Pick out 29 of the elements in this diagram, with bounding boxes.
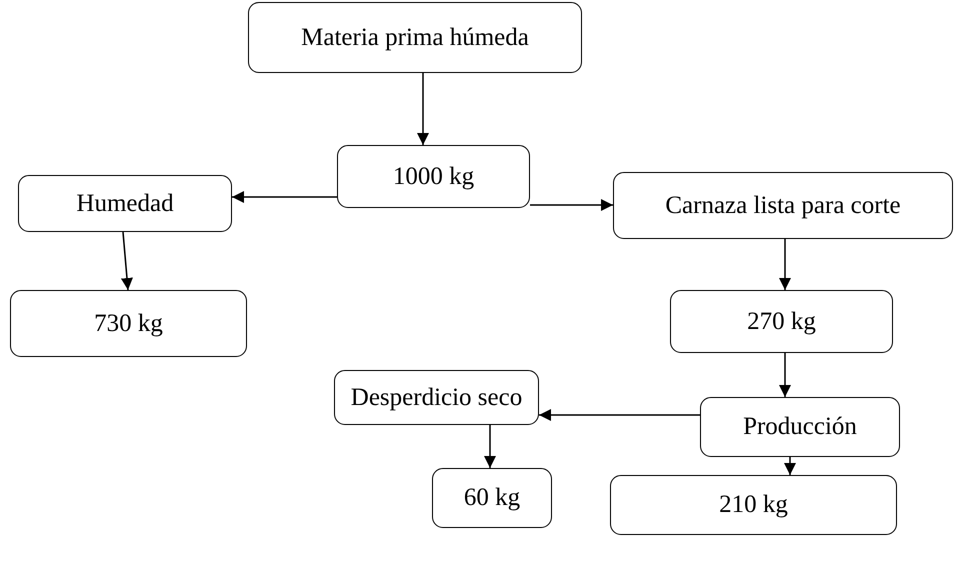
arrow: [779, 353, 791, 397]
process-box: [610, 475, 897, 535]
box-label: 730 kg: [94, 310, 163, 338]
arrow: [484, 425, 496, 468]
box-label: 60 kg: [464, 484, 520, 512]
box-label: 270 kg: [747, 308, 816, 336]
process-box: [613, 172, 953, 239]
process-box: [670, 290, 893, 353]
box-label: 210 kg: [719, 491, 788, 519]
arrow: [417, 73, 429, 145]
process-box: [337, 145, 530, 208]
arrow: [121, 232, 133, 290]
box-label: Desperdicio seco: [350, 384, 522, 412]
arrow: [232, 191, 337, 203]
box-label: Carnaza lista para corte: [665, 192, 901, 220]
process-box: [18, 175, 232, 232]
process-box: [248, 2, 582, 73]
arrow: [539, 409, 700, 421]
process-box: [700, 397, 900, 457]
box-label: Materia prima húmeda: [301, 24, 529, 52]
process-box: [432, 468, 552, 528]
arrow: [530, 199, 613, 211]
process-box: [334, 370, 539, 425]
box-label: 1000 kg: [392, 162, 474, 190]
arrow: [779, 239, 791, 290]
box-label: Humedad: [76, 190, 174, 218]
process-box: [10, 290, 247, 357]
box-label: Producción: [743, 413, 857, 441]
arrow: [784, 457, 796, 475]
